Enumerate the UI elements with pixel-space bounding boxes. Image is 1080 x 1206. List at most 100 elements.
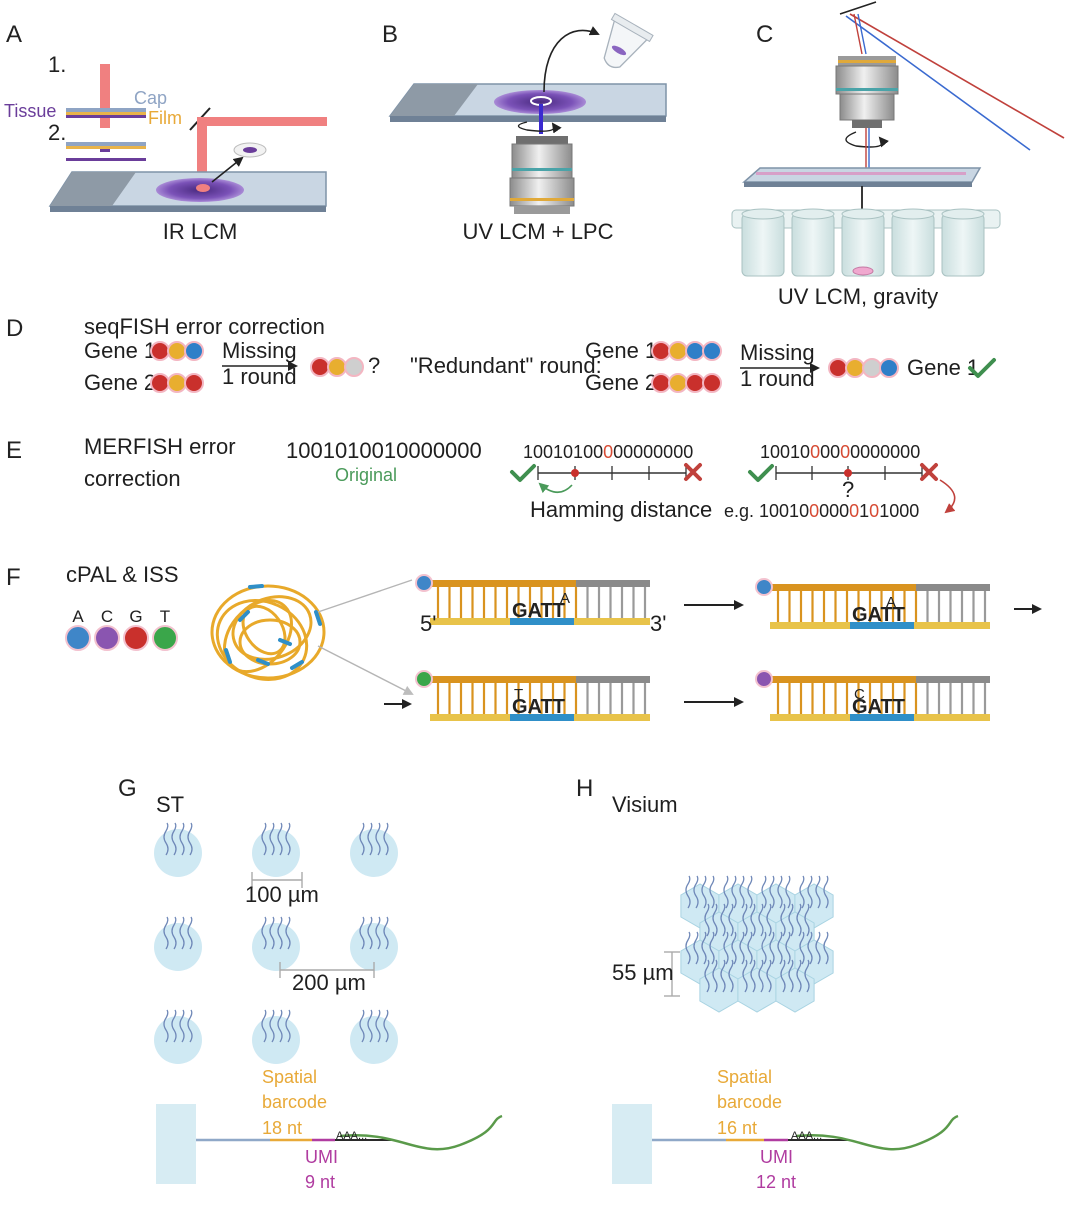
visium-spot-14: [775, 959, 815, 1013]
duplex-4-probe-strand: [770, 676, 916, 683]
visium-spot-3-probe-1: [761, 875, 767, 909]
visium-spot-11-probe-3: [815, 931, 821, 965]
st-umi-label-2: 9 nt: [305, 1172, 335, 1192]
duplex-2-target: [850, 622, 914, 629]
st-title: ST: [156, 792, 184, 817]
st-spot-1-probe-4: [187, 822, 193, 856]
st-barcode-label-2: barcode: [262, 1092, 327, 1112]
duplex-2-anchor-strand: [916, 584, 990, 591]
visium-spot-14-probe-1: [780, 959, 786, 993]
st-barcode-label-1: Spatial: [262, 1067, 317, 1087]
base-label-C: C: [101, 607, 113, 626]
panel-b: B UV LCM + LPC: [382, 12, 667, 244]
panel-a: A 1. 2. Tissue Cap Film IR LCM: [4, 21, 327, 244]
panel-letter-b: B: [382, 21, 398, 48]
visium-spot-8-probe-4: [709, 931, 715, 965]
visium-spot-11-probe-1: [799, 931, 805, 965]
collected-sample: [852, 266, 874, 276]
spot-pitch-label: 200 µm: [292, 970, 366, 995]
st-spot-5-probe-3: [277, 916, 283, 950]
st-spot-8-probe-3: [277, 1009, 283, 1043]
gene1-b-dot-3: [685, 341, 705, 361]
result-gene-label: Gene 1: [907, 355, 979, 380]
five-prime-label: 5': [420, 611, 436, 636]
st-spot-6: [350, 916, 398, 971]
visium-spot-6-probe-4: [766, 903, 772, 937]
st-spot-3-probe-3: [375, 822, 381, 856]
duplex-3-target: [510, 714, 574, 721]
observed-dot-2: [327, 357, 347, 377]
panel-letter-h: H: [576, 775, 593, 802]
tissue-layer: [66, 115, 146, 118]
st-spot-7-probe-3: [179, 1009, 185, 1043]
st-spot-3: [350, 822, 398, 877]
duplex-4-seq: GATT: [852, 696, 905, 718]
st-spot-9: [350, 1009, 398, 1064]
spot-size-label: 100 µm: [245, 882, 319, 907]
one-round-label-a: 1 round: [222, 364, 297, 389]
base-dot-C: [94, 625, 120, 651]
st-spot-disc-2: [252, 829, 300, 877]
base-dot-A: [65, 625, 91, 651]
collection-tube: [603, 12, 654, 69]
visium-spot-8-probe-2: [693, 931, 699, 965]
visium-spot-10-probe-1: [761, 931, 767, 965]
visium-spot-7-probe-3: [796, 903, 802, 937]
tissue-label: Tissue: [4, 101, 56, 121]
visium-spot-13-probe-4: [766, 959, 772, 993]
st-spot-9-probe-2: [367, 1009, 373, 1043]
st-spot-9-probe-1: [359, 1009, 365, 1043]
visium-spot-7-probe-2: [788, 903, 794, 937]
duplex-1-anchor-strand: [576, 580, 650, 587]
duplex-3-probe-strand: [430, 676, 576, 683]
question-mark-e: ?: [842, 477, 854, 502]
panel-letter-c: C: [756, 21, 773, 48]
miscorrection-arrow: [939, 479, 956, 514]
st-spot-disc-9: [350, 1016, 398, 1064]
rotation-arrow-b: [517, 121, 562, 134]
st-spot-1-probe-2: [171, 822, 177, 856]
st-spot-4: [154, 916, 202, 971]
well-5: [941, 213, 985, 277]
st-spot-7: [154, 1009, 202, 1064]
slide-a-label-end: [50, 172, 136, 206]
base-label-T: T: [160, 607, 170, 626]
gene1-dot-2: [167, 341, 187, 361]
laser-spot-a: [196, 184, 210, 192]
st-spot-disc-3: [350, 829, 398, 877]
cpal-title: cPAL & ISS: [66, 562, 179, 587]
missing-label-b: Missing: [740, 340, 815, 365]
st-spot-8: [252, 1009, 300, 1064]
well-2: [791, 213, 835, 277]
base-dot-T: [152, 625, 178, 651]
st-spot-5: [252, 916, 300, 971]
visium-spot-7-probe-1: [780, 903, 786, 937]
visium-spot-1-probe-1: [685, 875, 691, 909]
st-spot-disc-5: [252, 923, 300, 971]
panel-e: E MERFISH error correction 1001010010000…: [6, 434, 956, 522]
uv-laser-b: [539, 104, 543, 134]
visium-spot-3-probe-2: [769, 875, 775, 909]
st-barcode-label-3: 18 nt: [262, 1118, 302, 1138]
duplex-3-seq: GATT: [512, 696, 565, 718]
st-spot-5-probe-1: [261, 916, 267, 950]
gene1-label-b: Gene 1: [585, 338, 657, 363]
merfish-title-line1: MERFISH error: [84, 434, 236, 459]
lifted-cell: [243, 147, 257, 153]
gene1-b-dot-2: [668, 341, 688, 361]
panel-letter-d: D: [6, 315, 23, 342]
visium-spot-7-probe-4: [804, 903, 810, 937]
visium-spot-hex-14: [775, 967, 815, 1013]
code-one-error: 10010100000000000: [523, 442, 693, 462]
st-spot-2-probe-3: [277, 822, 283, 856]
caption-b: UV LCM + LPC: [463, 219, 614, 244]
correction-arrow: [538, 482, 573, 494]
st-spot-8-probe-1: [261, 1009, 267, 1043]
catapult-arrow: [543, 26, 600, 93]
st-bead: [156, 1104, 196, 1184]
st-spot-2-probe-4: [285, 822, 291, 856]
ir-laser-horizontal: [197, 117, 327, 126]
transfer-arrow-a: [211, 156, 244, 183]
